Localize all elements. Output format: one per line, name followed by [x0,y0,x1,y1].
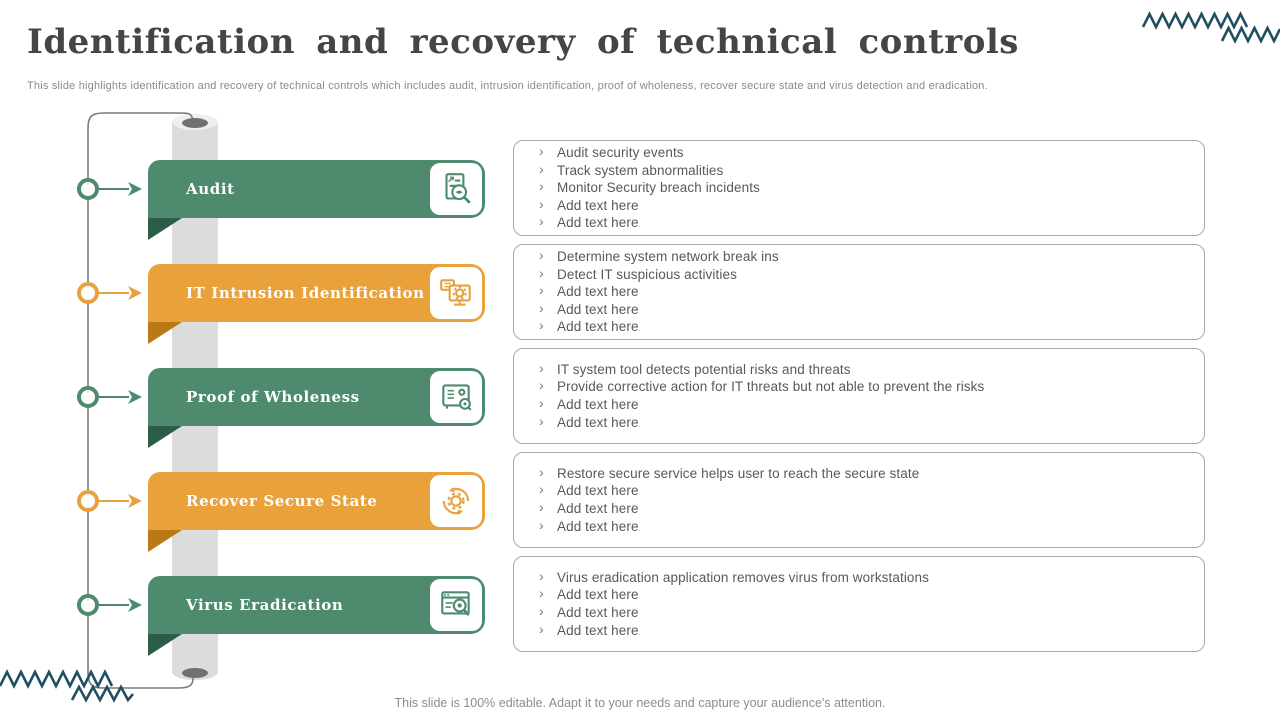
bullet-item: Add text here [514,196,760,215]
detail-box-recover: Restore secure service helps user to rea… [513,452,1205,548]
ribbon-fold [148,426,182,448]
marker-wholeness [77,386,142,408]
bullet-item: Add text here [514,517,919,536]
bullet-list: IT system tool detects potential risks a… [514,360,994,432]
editable-note: This slide is 100% editable. Adapt it to… [394,696,886,710]
stage-title-wholeness: Proof of Wholeness [186,388,360,406]
bullet-item: Add text here [514,603,929,622]
bullet-list: Restore secure service helps user to rea… [514,464,929,536]
bullet-item: Determine system network break ins [514,247,779,266]
page-title: Identification and recovery of technical… [27,22,1019,62]
bullet-item: Detect IT suspicious activities [514,265,779,284]
bullet-item: Provide corrective action for IT threats… [514,377,984,396]
bullet-item: Add text here [514,395,984,414]
marker-audit [77,178,142,200]
monitor-gear-icon [430,267,482,319]
detail-box-audit: Audit security events Track system abnor… [513,140,1205,236]
bullet-item: Add text here [514,481,919,500]
audit-report-magnifier-icon [430,163,482,215]
page-subtitle: This slide highlights identification and… [27,80,988,92]
bullet-item: Add text here [514,300,779,319]
safe-verification-icon [430,371,482,423]
detail-box-virus: Virus eradication application removes vi… [513,556,1205,652]
marker-recover [77,490,142,512]
stage-title-intrusion: IT Intrusion Identification [186,284,425,302]
ribbon-fold [148,322,182,344]
ribbon-fold [148,218,182,240]
detail-box-intrusion: Determine system network break ins Detec… [513,244,1205,340]
bullet-list: Audit security events Track system abnor… [514,143,770,232]
bullet-item: Restore secure service helps user to rea… [514,464,919,483]
bullet-item: Add text here [514,282,779,301]
bullet-item: Add text here [514,413,984,432]
bullet-item: Monitor Security breach incidents [514,178,760,197]
stage-banner-audit: Audit [148,160,485,240]
bullet-item: Add text here [514,213,760,232]
bullet-item: Add text here [514,585,929,604]
bullet-item: Track system abnormalities [514,161,760,180]
stage-banner-recover: Recover Secure State [148,472,485,552]
bullet-list: Virus eradication application removes vi… [514,568,939,640]
bullet-item: Add text here [514,317,779,336]
marker-intrusion [77,282,142,304]
bullet-list: Determine system network break ins Detec… [514,247,789,336]
bullet-item: Virus eradication application removes vi… [514,568,929,587]
stage-title-recover: Recover Secure State [186,492,378,510]
track-endpoint-top [182,118,208,128]
stage-banner-intrusion: IT Intrusion Identification [148,264,485,344]
window-scan-magnifier-icon [430,579,482,631]
detail-box-wholeness: IT system tool detects potential risks a… [513,348,1205,444]
ribbon-fold [148,530,182,552]
track-endpoint-bottom [182,668,208,678]
gear-refresh-icon [430,475,482,527]
zigzag-decoration-top-right [1141,11,1280,44]
stage-banner-virus: Virus Eradication [148,576,485,656]
stage-title-audit: Audit [186,180,235,198]
bullet-item: IT system tool detects potential risks a… [514,360,984,379]
bullet-item: Audit security events [514,143,760,162]
bullet-item: Add text here [514,621,929,640]
marker-virus [77,594,142,616]
bullet-item: Add text here [514,499,919,518]
stage-title-virus: Virus Eradication [186,596,344,614]
ribbon-fold [148,634,182,656]
stage-banner-wholeness: Proof of Wholeness [148,368,485,448]
